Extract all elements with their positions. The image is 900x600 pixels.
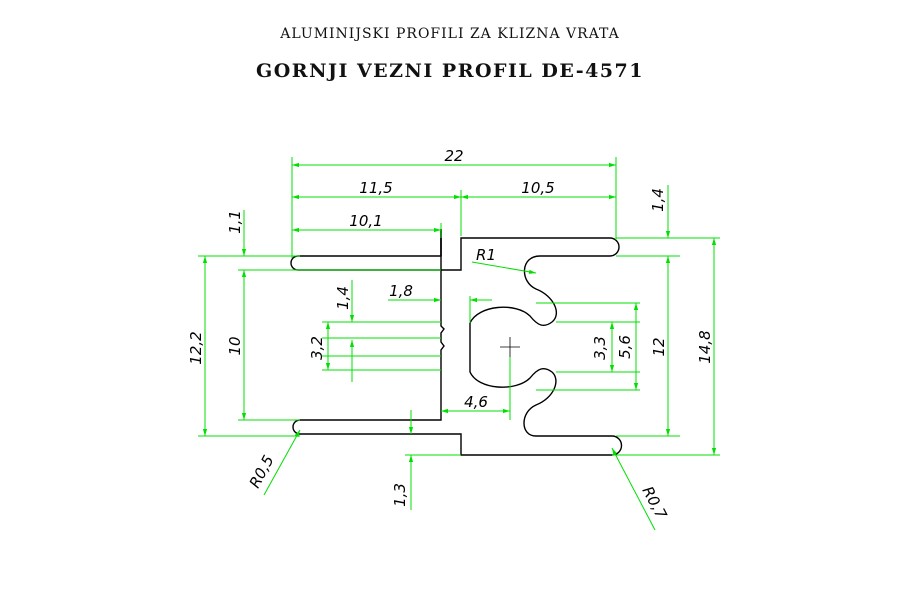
drawing-title: GORNJI VEZNI PROFIL DE-4571 bbox=[256, 60, 644, 82]
dim-bore-depth: 4,6 bbox=[464, 393, 488, 411]
dim-left-height: 12,2 bbox=[187, 331, 205, 364]
dim-right-inner-height: 12 bbox=[650, 337, 668, 356]
dim-radius-right: R0,7 bbox=[638, 483, 670, 522]
dim-overall-height: 14,8 bbox=[696, 330, 714, 363]
dim-left-width: 11,5 bbox=[359, 179, 392, 197]
dim-overall-width: 22 bbox=[444, 147, 463, 165]
dim-top-gap: 1,1 bbox=[226, 210, 244, 234]
drawing-subtitle: ALUMINIJSKI PROFILI ZA KLIZNA VRATA bbox=[280, 26, 620, 42]
profile-outline bbox=[290, 229, 623, 456]
dim-top-offset: 1,4 bbox=[649, 188, 667, 212]
dim-inner-width: 10,1 bbox=[349, 212, 382, 230]
dimension-lines bbox=[198, 157, 720, 531]
dim-radius-top: R1 bbox=[476, 246, 496, 264]
dimension-labels: 22 11,5 10,5 10,1 1,1 12,2 10 1,4 3,2 1,… bbox=[187, 147, 714, 522]
dim-inner-height: 10 bbox=[226, 336, 244, 355]
dim-bore-outer: 5,6 bbox=[616, 335, 634, 359]
dim-bore-inner: 3,3 bbox=[591, 336, 609, 360]
dim-slot-wall: 1,4 bbox=[334, 286, 352, 310]
dim-slot-span: 3,2 bbox=[308, 336, 326, 360]
dim-radius-left: R0,5 bbox=[246, 452, 278, 491]
dim-right-width: 10,5 bbox=[521, 179, 554, 197]
dim-slot-depth: 1,8 bbox=[389, 282, 413, 300]
dim-bottom-step: 1,3 bbox=[391, 483, 409, 507]
